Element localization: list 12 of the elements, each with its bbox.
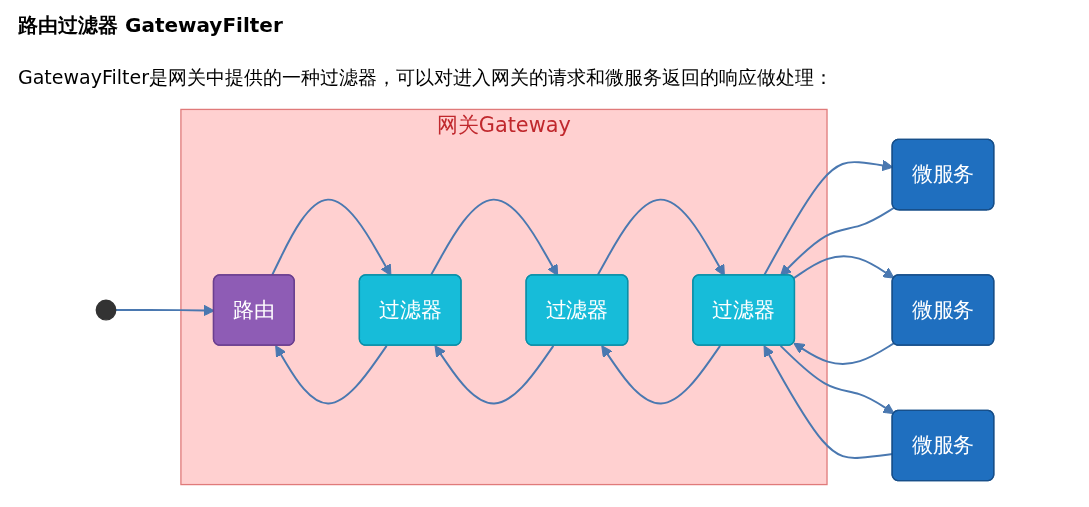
arrow: [792, 255, 895, 280]
arrow: [600, 344, 721, 405]
arrow: [274, 344, 388, 405]
arrow: [434, 344, 554, 405]
arrow: [763, 345, 894, 459]
intro-text: GatewayFilter是网关中提供的一种过滤器，可以对进入网关的请求和微服务返回的响应做处理：: [18, 65, 833, 90]
arrow: [779, 206, 895, 277]
arrow: [792, 342, 895, 365]
node-person: [95, 299, 116, 321]
page-title: 路由过滤器 GatewayFilter: [18, 12, 283, 39]
arrow: [779, 344, 895, 415]
arrow: [762, 159, 893, 277]
